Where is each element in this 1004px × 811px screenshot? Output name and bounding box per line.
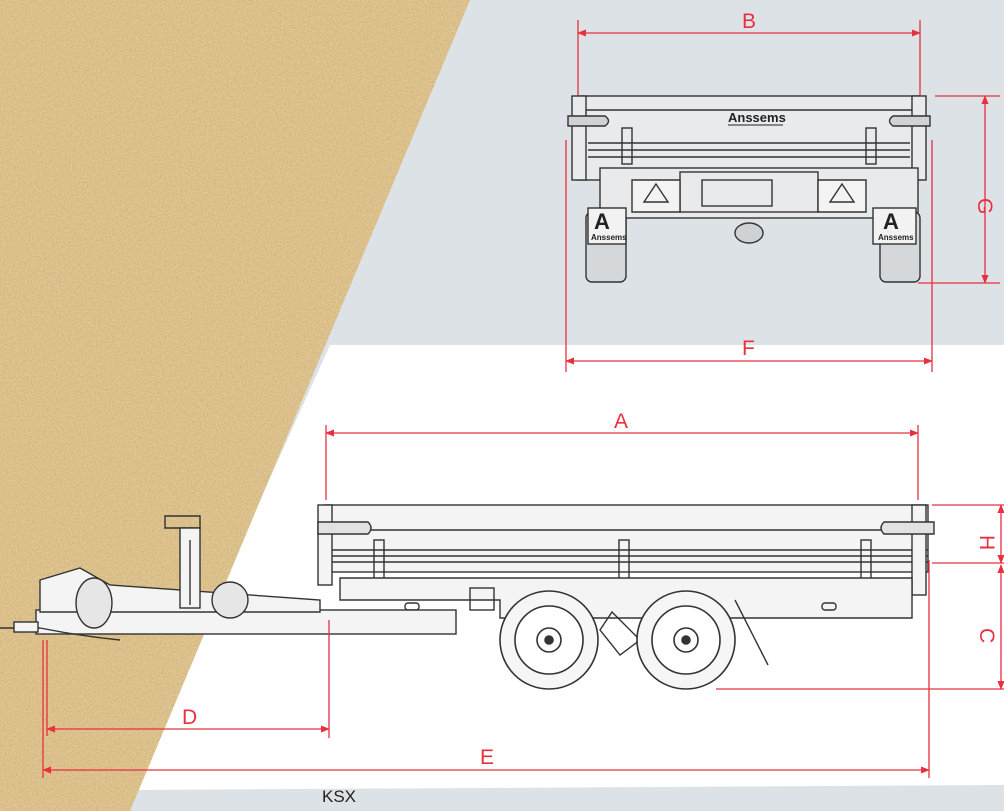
wheel-rear [636,590,736,690]
brand-logo-rear: Anssems [728,110,786,125]
dimension-label-h: H [975,535,998,550]
mudflap-logo-right: A [883,209,899,234]
model-caption: KSX [322,787,357,806]
dimension-label-e: E [480,746,494,769]
dimension-label-c: C [975,628,998,643]
mudflap-brand-left: Anssems [591,233,627,242]
trailer-side-view [0,504,935,666]
trailer-rear-view [567,95,931,283]
mudflap-logo-left: A [594,209,610,234]
dimension-label-d: D [182,706,197,729]
dimension-label-a: A [614,410,628,433]
background-lower-grey [120,785,1004,811]
dimension-lines [42,20,1004,778]
dimension-label-f: F [742,337,755,360]
mudflap-brand-right: Anssems [878,233,914,242]
wheel-front [499,590,599,690]
dimension-label-b: B [742,10,756,33]
dimension-label-g: G [973,198,996,214]
